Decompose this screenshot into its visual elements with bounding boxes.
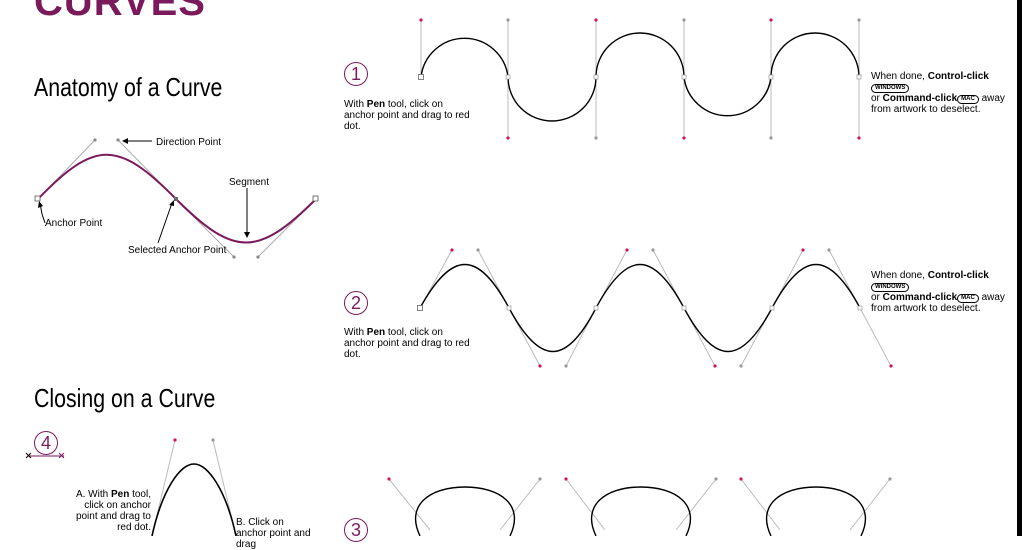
anatomy-diagram bbox=[34, 138, 319, 259]
anchor-point-square bbox=[34, 195, 41, 202]
windows-key-badge: WINDOWS bbox=[871, 283, 910, 292]
pen-close-icon bbox=[25, 452, 65, 459]
step-number-3: 3 bbox=[344, 518, 368, 542]
exercise-2-instruction: With Pen tool, click on anchor point and… bbox=[344, 327, 470, 360]
exercise-2-artwork bbox=[417, 248, 893, 368]
selected-anchor-square bbox=[174, 197, 178, 201]
page-title: CURVES bbox=[34, 0, 206, 24]
step-number-1: 1 bbox=[344, 62, 368, 86]
artwork-canvas bbox=[25, 18, 893, 536]
step-number-2: 2 bbox=[344, 291, 368, 315]
exercise-3-artwork bbox=[387, 477, 892, 536]
closing-artwork bbox=[25, 438, 237, 536]
direction-point-dot bbox=[93, 138, 97, 142]
mac-key-badge: MAC bbox=[957, 294, 979, 303]
exercise-1-done-note: When done, Control-clickWINDOWS or Comma… bbox=[871, 71, 1005, 115]
step-number-4: 4 bbox=[34, 431, 58, 455]
selected-anchor-point-label: Selected Anchor Point bbox=[128, 245, 227, 256]
segment-label: Segment bbox=[229, 177, 270, 188]
exercise-2-done-note: When done, Control-clickWINDOWS or Comma… bbox=[871, 270, 1005, 314]
anchor-point-label: Anchor Point bbox=[45, 218, 103, 229]
closing-step-b: B. Click on anchor point and drag bbox=[236, 517, 311, 550]
exercise-1-artwork bbox=[418, 18, 862, 140]
page-edge-bar bbox=[1017, 0, 1022, 536]
exercise-1-instruction: With Pen tool, click on anchor point and… bbox=[344, 99, 470, 132]
direction-point-label: Direction Point bbox=[156, 137, 222, 148]
anatomy-heading: Anatomy of a Curve bbox=[34, 72, 223, 102]
mac-key-badge: MAC bbox=[957, 95, 979, 104]
windows-key-badge: WINDOWS bbox=[871, 84, 910, 93]
closing-step-a: A. With Pen tool, click on anchor point … bbox=[75, 489, 151, 533]
closing-heading: Closing on a Curve bbox=[34, 383, 216, 413]
